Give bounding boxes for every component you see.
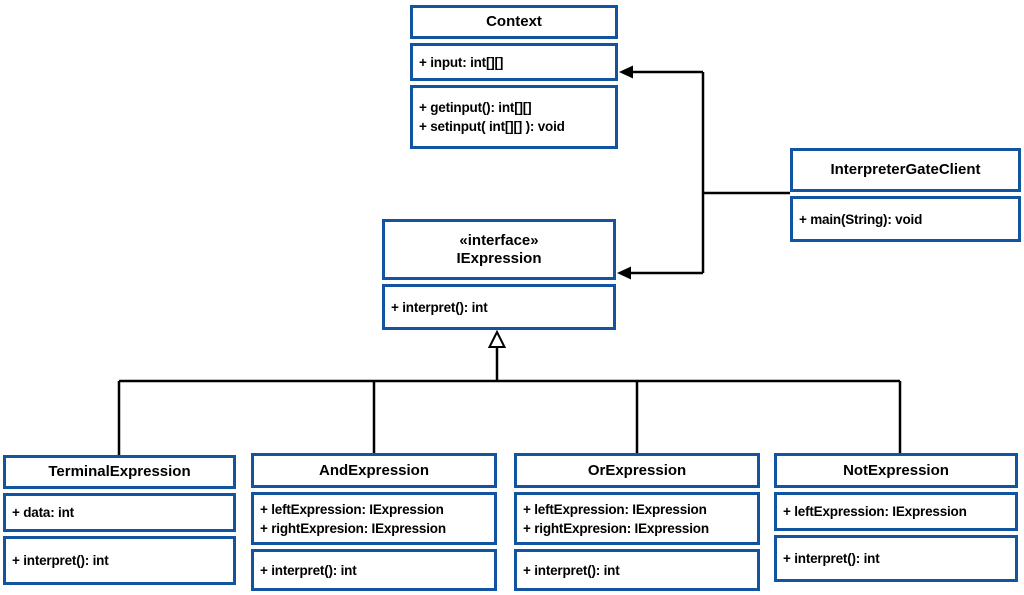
generalization-triangle-icon (487, 329, 507, 348)
attributes-compartment: + data: int (3, 493, 236, 532)
association-arrowhead-context (619, 65, 633, 79)
methods-compartment: + getinput(): int[][] + setinput( int[][… (410, 85, 618, 149)
class-terminal-expression: TerminalExpression + data: int + interpr… (3, 455, 236, 585)
generalization-lines (117, 346, 902, 456)
class-title-compartment: «interface» IExpression (382, 219, 616, 280)
methods-compartment: + interpret(): int (251, 549, 497, 591)
method: + getinput(): int[][] (419, 100, 532, 115)
class-not-expression: NotExpression + leftExpression: IExpress… (774, 453, 1018, 582)
class-and-expression: AndExpression + leftExpression: IExpress… (251, 453, 497, 591)
methods-compartment: + interpret(): int (3, 536, 236, 585)
class-name: Context (486, 13, 542, 30)
class-name: IExpression (456, 249, 542, 267)
methods-compartment: + main(String): void (790, 196, 1021, 242)
association-client-lines (629, 70, 790, 275)
class-title-compartment: InterpreterGateClient (790, 148, 1021, 192)
class-name: NotExpression (843, 461, 949, 479)
method: + interpret(): int (783, 551, 880, 566)
attribute: + data: int (12, 505, 74, 520)
class-interpreter-gate-client: InterpreterGateClient + main(String): vo… (790, 148, 1021, 242)
class-name: TerminalExpression (48, 463, 191, 480)
attribute: + leftExpression: IExpression (523, 501, 707, 517)
methods-compartment: + interpret(): int (514, 549, 760, 591)
method: + setinput( int[][] ): void (419, 119, 565, 134)
class-title-compartment: NotExpression (774, 453, 1018, 488)
class-name: InterpreterGateClient (830, 161, 981, 178)
class-title-compartment: OrExpression (514, 453, 760, 488)
class-name: OrExpression (587, 461, 687, 479)
methods-compartment: + interpret(): int (382, 284, 616, 330)
class-stereotype: «interface» (459, 231, 539, 249)
class-or-expression: OrExpression + leftExpression: IExpressi… (514, 453, 760, 591)
association-arrowhead-iexpression (617, 266, 631, 280)
class-title-compartment: Context (410, 5, 618, 39)
attributes-compartment: + input: int[][] (410, 43, 618, 81)
attribute: + leftExpression: IExpression (260, 501, 444, 517)
methods-compartment: + interpret(): int (774, 535, 1018, 582)
method: + interpret(): int (391, 299, 488, 315)
method: + interpret(): int (12, 553, 109, 568)
attributes-compartment: + leftExpression: IExpression + rightExp… (251, 492, 497, 545)
class-name: AndExpression (318, 461, 430, 479)
class-title-compartment: AndExpression (251, 453, 497, 488)
attribute: + leftExpression: IExpression (783, 504, 967, 519)
class-context: Context + input: int[][] + getinput(): i… (410, 5, 618, 149)
method: + interpret(): int (260, 562, 357, 578)
attributes-compartment: + leftExpression: IExpression (774, 492, 1018, 531)
attribute: + rightExpresion: IExpression (523, 520, 709, 536)
attribute: + rightExpresion: IExpression (260, 520, 446, 536)
attribute: + input: int[][] (419, 54, 504, 70)
attributes-compartment: + leftExpression: IExpression + rightExp… (514, 492, 760, 545)
method: + interpret(): int (523, 562, 620, 578)
class-title-compartment: TerminalExpression (3, 455, 236, 489)
method: + main(String): void (799, 211, 923, 227)
class-iexpression: «interface» IExpression + interpret(): i… (382, 219, 616, 330)
